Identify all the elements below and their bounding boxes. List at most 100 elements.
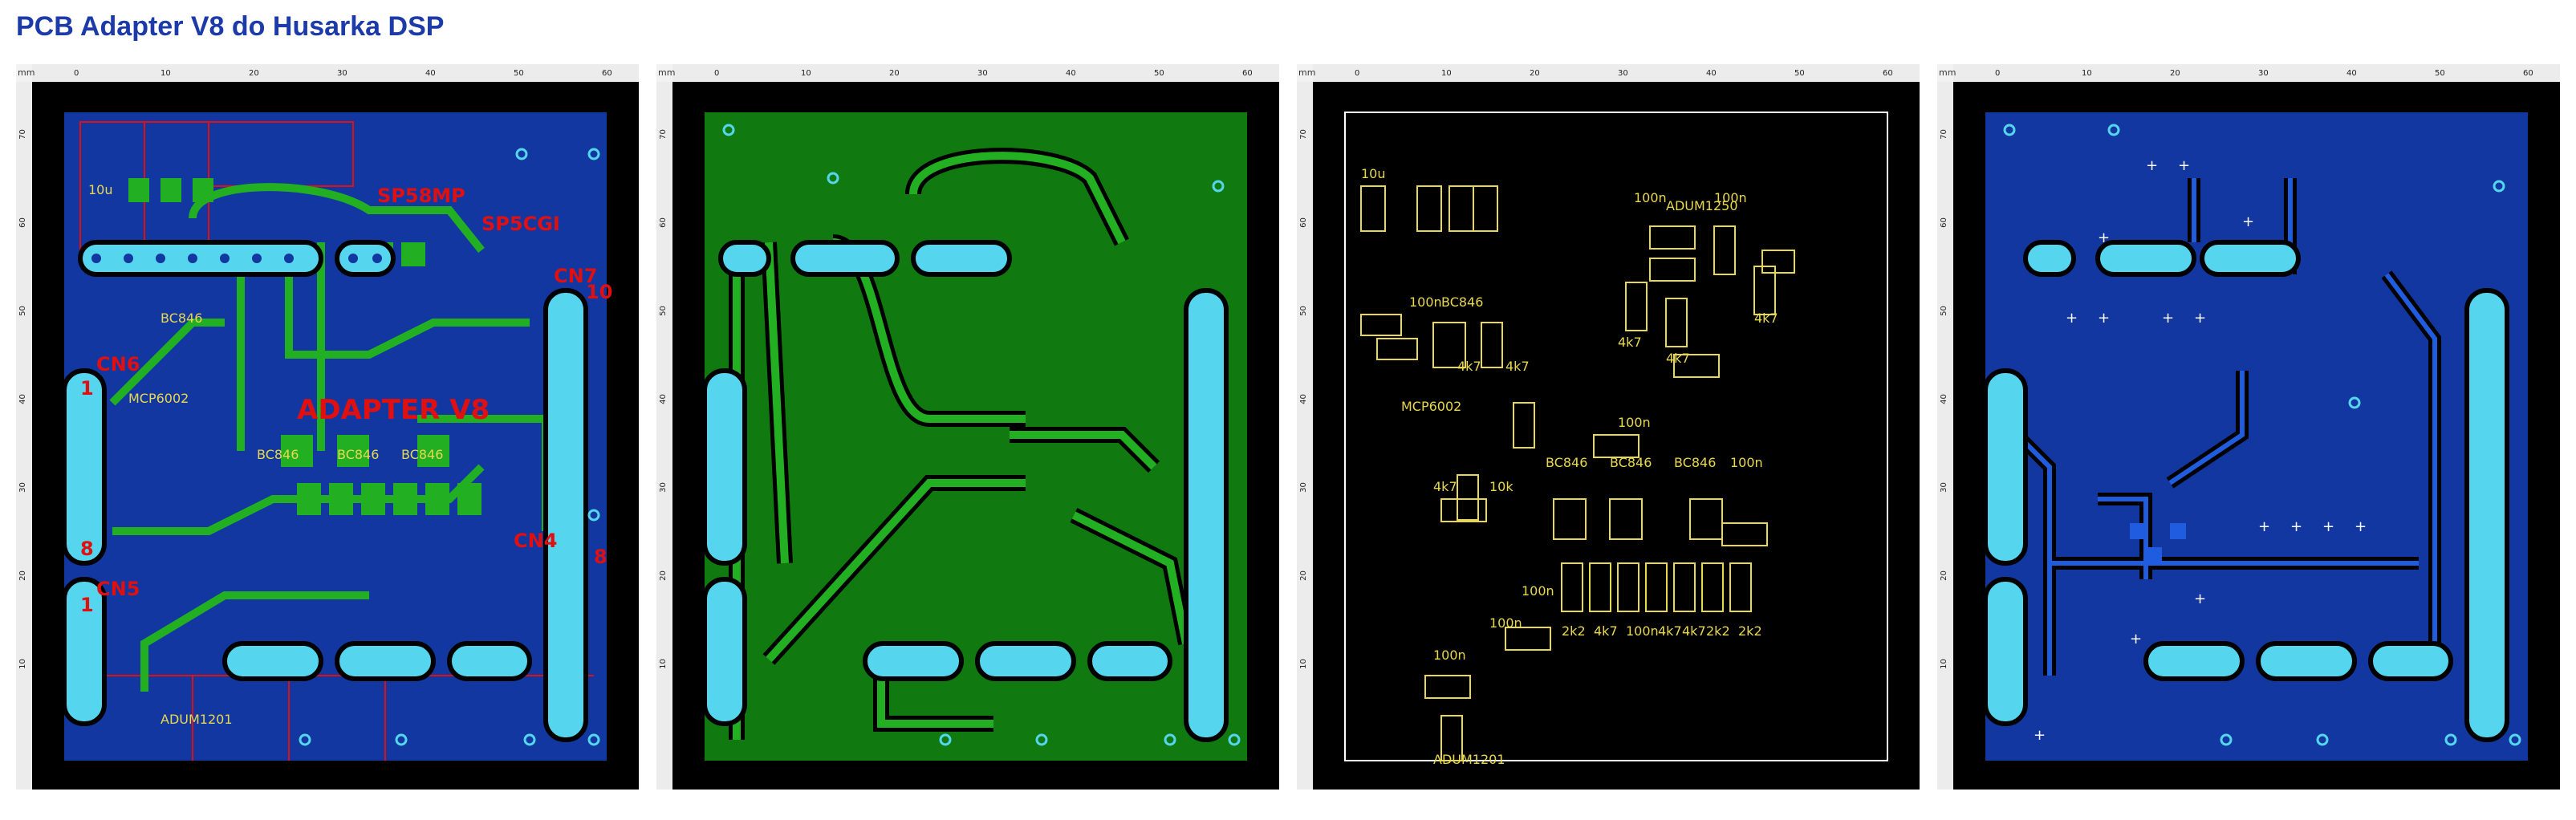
ruler-tick: 30 — [1298, 482, 1308, 493]
label-cn5: CN5 — [96, 578, 140, 600]
silkscreen-view-panel: 0 10 20 30 40 50 60 mm 70 60 50 40 30 20… — [1297, 64, 1920, 790]
label-cn7: CN7 — [554, 265, 597, 287]
board-canvas[interactable]: 10u 100n BC846 4k7 4k7 MCP6002 100n BC84… — [1313, 82, 1920, 790]
silk-4k7-h: 4k7 — [1666, 351, 1690, 366]
silk-adum1201: ADUM1201 — [160, 712, 233, 727]
silk-4k7-g: 4k7 — [1618, 335, 1642, 350]
silk-2k2-b: 2k2 — [1706, 623, 1730, 639]
silk-100n-4: 100n — [1522, 583, 1554, 599]
horizontal-ruler: 0 10 20 30 40 50 60 — [1953, 64, 2560, 83]
ruler-tick: 60 — [658, 217, 668, 228]
label-cn6: CN6 — [96, 353, 140, 375]
ruler-tick: 50 — [1154, 69, 1164, 78]
svg-text:+: + — [2258, 518, 2270, 535]
ruler-tick: 30 — [977, 69, 988, 78]
svg-text:+: + — [2146, 157, 2158, 174]
label-cn4: CN4 — [514, 530, 557, 552]
ruler-tick: 40 — [1298, 394, 1308, 404]
label-pin-1a: 1 — [80, 377, 94, 400]
silk-100n-8: 100n — [1634, 190, 1667, 205]
horizontal-ruler: 0 10 20 30 40 50 60 — [32, 64, 639, 83]
silk-4k7-i: 4k7 — [1754, 311, 1778, 326]
ruler-unit: mm — [18, 67, 35, 78]
label-pin-1b: 1 — [80, 594, 94, 616]
silk-4k7-e: 4k7 — [1658, 623, 1682, 639]
silk-2k2-c: 2k2 — [1738, 623, 1762, 639]
ruler-tick: 60 — [18, 217, 27, 228]
silk-4k7-b: 4k7 — [1505, 359, 1530, 374]
silk-4k7-f: 4k7 — [1682, 623, 1706, 639]
ruler-unit: mm — [1939, 67, 1956, 78]
svg-text:+: + — [2098, 310, 2110, 327]
ruler-tick: 70 — [1298, 129, 1308, 140]
ruler-tick: 50 — [1939, 306, 1948, 316]
horizontal-ruler: 0 10 20 30 40 50 60 — [1313, 64, 1920, 83]
top-copper-view-panel: 0 10 20 30 40 50 60 mm 70 60 50 40 30 20… — [1937, 64, 2560, 790]
horizontal-ruler: 0 10 20 30 40 50 60 — [672, 64, 1279, 83]
board-canvas[interactable]: ++++ ++++ ++++ +++ — [1953, 82, 2560, 790]
ruler-tick: 0 — [714, 69, 720, 78]
page-title: PCB Adapter V8 do Husarka DSP — [16, 11, 445, 42]
ruler-unit: mm — [1298, 67, 1316, 78]
ruler-tick: 20 — [2170, 69, 2180, 78]
board-canvas[interactable]: SP58MP SP5CGI CN7 CN6 CN5 CN4 ADAPTER V8… — [32, 82, 639, 790]
ruler-tick: 20 — [889, 69, 900, 78]
ruler-tick: 70 — [658, 129, 668, 140]
silk-4k7-a: 4k7 — [1457, 359, 1481, 374]
svg-text:+: + — [2130, 631, 2142, 647]
vertical-ruler: 70 60 50 40 30 20 10 — [656, 82, 673, 790]
label-sp5cgi: SP5CGI — [481, 213, 560, 235]
ruler-tick: 20 — [1298, 570, 1308, 581]
ruler-tick: 10 — [18, 659, 27, 669]
ruler-tick: 50 — [1298, 306, 1308, 316]
ruler-tick: 50 — [514, 69, 524, 78]
svg-text:+: + — [2098, 229, 2110, 246]
silk-100n-2: 100n — [1618, 415, 1651, 430]
ruler-tick: 70 — [18, 129, 27, 140]
combined-view-panel: 0 10 20 30 40 50 60 mm 70 60 50 40 30 20… — [16, 64, 639, 790]
ruler-tick: 60 — [2523, 69, 2533, 78]
silk-bc846-2: BC846 — [1546, 455, 1587, 470]
svg-text:+: + — [2242, 213, 2254, 230]
svg-text:+: + — [2194, 591, 2206, 607]
ruler-tick: 60 — [1883, 69, 1893, 78]
silk-4k7-d: 4k7 — [1594, 623, 1618, 639]
label-pin-8: 8 — [80, 538, 94, 560]
silk-4k7-c: 4k7 — [1433, 479, 1457, 494]
silk-bc846-4: BC846 — [401, 447, 443, 462]
silk-10u: 10u — [1361, 166, 1386, 181]
ruler-tick: 20 — [18, 570, 27, 581]
ruler-tick: 10 — [801, 69, 811, 78]
ruler-tick: 60 — [1242, 69, 1253, 78]
ruler-tick: 30 — [337, 69, 347, 78]
ruler-tick: 10 — [1939, 659, 1948, 669]
silk-100n-6: 100n — [1626, 623, 1659, 639]
svg-text:+: + — [2355, 518, 2367, 535]
ruler-tick: 40 — [1066, 69, 1076, 78]
silk-mcp6002: MCP6002 — [128, 391, 189, 406]
ruler-tick: 30 — [1618, 69, 1628, 78]
silk-mcp6002: MCP6002 — [1401, 399, 1461, 414]
silk-100n-1: 100n — [1409, 294, 1442, 310]
board-canvas[interactable] — [672, 82, 1279, 790]
ruler-tick: 60 — [1298, 217, 1308, 228]
ruler-tick: 10 — [658, 659, 668, 669]
ruler-tick: 0 — [74, 69, 79, 78]
svg-text:+: + — [2290, 518, 2302, 535]
bottom-copper-view-panel: 0 10 20 30 40 50 60 mm 70 60 50 40 30 20… — [656, 64, 1279, 790]
ruler-tick: 20 — [658, 570, 668, 581]
label-adapter: ADAPTER V8 — [297, 394, 490, 426]
silk-adum1201: ADUM1201 — [1433, 752, 1505, 767]
ruler-tick: 10 — [1441, 69, 1452, 78]
ruler-tick: 20 — [1939, 570, 1948, 581]
ruler-tick: 40 — [18, 394, 27, 404]
svg-text:+: + — [2066, 310, 2078, 327]
ruler-tick: 70 — [1939, 129, 1948, 140]
ruler-tick: 50 — [658, 306, 668, 316]
svg-text:+: + — [2178, 157, 2190, 174]
ruler-tick: 40 — [658, 394, 668, 404]
ruler-tick: 50 — [1794, 69, 1805, 78]
silk-100n-7: 100n — [1433, 647, 1466, 663]
silk-bc846-4: BC846 — [1674, 455, 1716, 470]
ruler-tick: 40 — [1706, 69, 1717, 78]
